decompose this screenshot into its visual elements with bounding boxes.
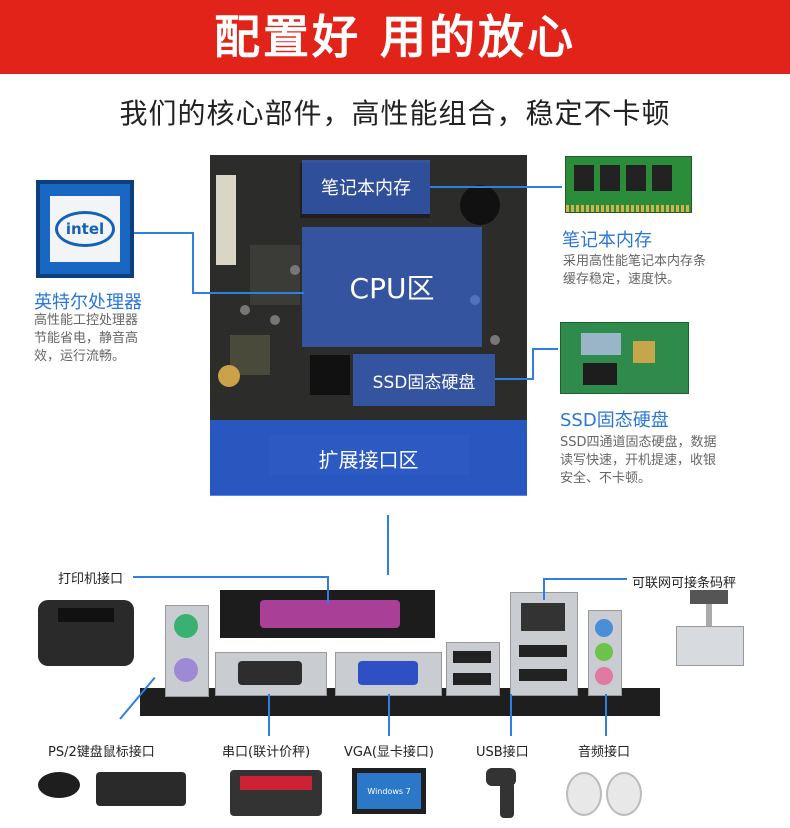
connector-line-ssd: [532, 348, 558, 350]
connector-line-cpu: [192, 232, 194, 294]
vga-port-image: [335, 652, 442, 696]
usb-port-label: USB接口: [476, 745, 529, 760]
monitor-image: Windows 7: [352, 768, 426, 814]
connector-line-vga: [388, 694, 390, 736]
connector-line-network: [543, 578, 627, 580]
ssd-desc-line: SSD四通道固态硬盘，数据: [560, 435, 717, 450]
barcode-scale-image: [676, 590, 744, 666]
printer-port-label: 打印机接口: [58, 572, 124, 587]
connector-line-ssd: [532, 348, 534, 380]
ram-feature-title: 笔记本内存: [562, 230, 652, 251]
ssd-desc-line: 读写快速，开机提速，收银: [560, 453, 717, 468]
serial-port-label: 串口(联计价秤): [222, 745, 311, 760]
connector-line-ssd: [495, 378, 533, 380]
cpu-desc-line: 节能省电，静音高: [34, 331, 139, 346]
zone-expansion: 扩展接口区: [210, 420, 527, 496]
ssd-feature-title: SSD固态硬盘: [560, 410, 669, 431]
subtitle: 我们的核心部件，高性能组合，稳定不卡顿: [119, 97, 671, 130]
connector-line-cpu: [133, 232, 193, 234]
audio-port-image: [588, 610, 622, 696]
connector-line-printer: [133, 576, 328, 578]
banner-title: 配置好 用的放心: [213, 10, 576, 64]
mouse-image: [38, 772, 80, 798]
keyboard-image: [96, 772, 186, 806]
price-scale-image: [230, 770, 322, 816]
intel-chip-image: intel: [36, 180, 134, 278]
usb-lan-stack-image: [510, 592, 578, 696]
connector-line-printer: [327, 576, 329, 604]
ssd-desc-line: 安全、不卡顿。: [560, 471, 652, 486]
ssd-module-image: [560, 322, 689, 394]
monitor-screen-text: Windows 7: [357, 773, 421, 809]
ram-module-image: [565, 156, 692, 213]
ram-feature-desc: 采用高性能笔记本内存条 缓存稳定，速度快。: [563, 253, 706, 289]
barcode-scanner-image: [486, 768, 526, 820]
ps2-port-image: [165, 605, 209, 697]
audio-port-label: 音频接口: [578, 745, 631, 760]
speakers-image: [566, 772, 642, 816]
zone-ssd: SSD固态硬盘: [353, 354, 495, 406]
ssd-feature-desc: SSD四通道固态硬盘，数据 读写快速，开机提速，收银 安全、不卡顿。: [560, 434, 717, 488]
ram-desc-line: 缓存稳定，速度快。: [563, 272, 681, 287]
cpu-desc-line: 高性能工控处理器: [34, 313, 139, 328]
cpu-feature-desc: 高性能工控处理器 节能省电，静音高 效，运行流畅。: [34, 312, 138, 366]
connector-line-io: [387, 515, 389, 575]
cpu-desc-line: 效，运行流畅。: [34, 349, 126, 364]
receipt-printer-image: [38, 600, 134, 666]
header-banner: 配置好 用的放心: [0, 0, 790, 74]
zone-ram: 笔记本内存: [302, 160, 430, 214]
connector-line-network: [543, 578, 545, 600]
connector-line-ram: [430, 186, 562, 188]
zone-cpu: CPU区: [302, 227, 482, 347]
ps2-port-label: PS/2键盘鼠标接口: [48, 745, 155, 760]
usb-port-image: [446, 642, 500, 696]
connector-line-cpu: [192, 292, 304, 294]
intel-logo: intel: [55, 211, 115, 247]
connector-line-usb: [510, 694, 512, 736]
connector-line-audio: [605, 694, 607, 736]
network-port-label: 可联网可接条码秤: [632, 576, 737, 591]
vga-port-label: VGA(显卡接口): [344, 745, 435, 760]
serial-port-image: [215, 652, 327, 696]
cpu-feature-title: 英特尔处理器: [34, 292, 142, 313]
connector-line-serial: [268, 694, 270, 736]
ram-desc-line: 采用高性能笔记本内存条: [563, 254, 707, 269]
